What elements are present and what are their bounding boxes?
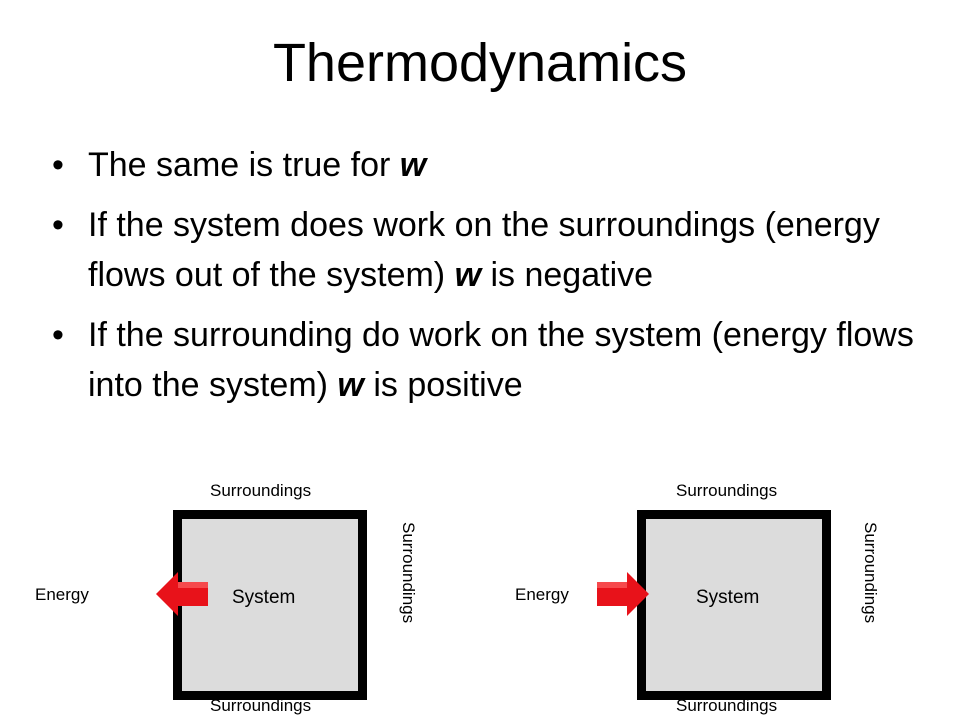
surroundings-bottom-label: Surroundings (676, 696, 778, 715)
bullet-text-post: is positive (363, 366, 523, 404)
surroundings-right-label: Surroundings (861, 522, 880, 624)
energy-label: Energy (515, 585, 569, 604)
system-label: System (696, 587, 760, 608)
bullet-dot: • (52, 316, 64, 354)
variable-w: w (337, 366, 364, 404)
bullet-text: The same is true for w (88, 140, 928, 190)
system-diagram-out: Surroundings System Energy Surroundings … (20, 470, 480, 720)
energy-out-arrow-icon (156, 572, 208, 616)
bullet-text: If the system does work on the surroundi… (88, 200, 928, 300)
system-box (637, 510, 831, 700)
bullet-list: • The same is true for w • If the system… (48, 140, 928, 420)
bullet-text: If the surrounding do work on the system… (88, 310, 928, 410)
bullet-text-post: is negative (481, 256, 654, 294)
bullet-dot: • (52, 206, 64, 244)
system-label: System (232, 587, 296, 608)
bullet-item: • If the system does work on the surroun… (48, 200, 928, 300)
slide-title: Thermodynamics (272, 33, 688, 93)
system-diagram-in: Surroundings System Energy Surroundings … (495, 470, 955, 720)
energy-in-arrow-icon (597, 572, 649, 616)
variable-w: w (454, 256, 482, 294)
bullet-text-pre: If the system does work on the surroundi… (88, 206, 880, 294)
surroundings-right-label: Surroundings (399, 522, 418, 624)
variable-w: w (399, 146, 427, 184)
bullet-text-pre: The same is true for (88, 146, 400, 184)
bullet-dot: • (52, 146, 64, 184)
bullet-text-pre: If the surrounding do work on the system… (88, 316, 914, 404)
bullet-item: • If the surrounding do work on the syst… (48, 310, 928, 410)
surroundings-top-label: Surroundings (676, 481, 778, 500)
energy-label: Energy (35, 585, 89, 604)
bullet-item: • The same is true for w (48, 140, 928, 190)
surroundings-bottom-label: Surroundings (210, 696, 312, 715)
surroundings-top-label: Surroundings (210, 481, 312, 500)
